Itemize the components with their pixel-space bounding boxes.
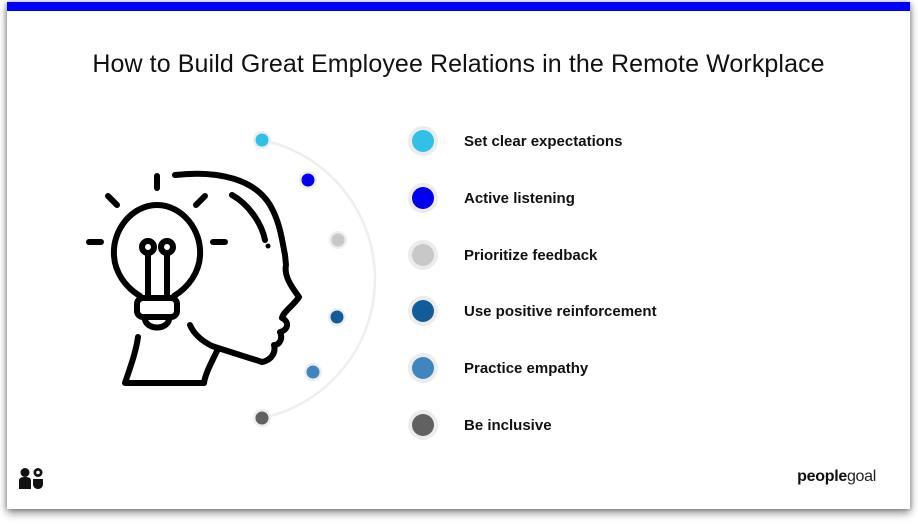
brand-bold: people xyxy=(797,468,847,485)
slide-title: How to Build Great Employee Relations in… xyxy=(92,50,825,78)
arc-dot xyxy=(331,233,345,247)
list-item: Prioritize feedback xyxy=(408,238,597,272)
item-label: Practice empathy xyxy=(464,359,589,377)
item-label: Use positive reinforcement xyxy=(464,302,657,320)
arc-dot xyxy=(255,411,269,425)
lightbulb-icon xyxy=(86,173,228,331)
accent-top-bar xyxy=(7,2,910,11)
list-item: Active listening xyxy=(408,181,575,215)
arc-dot xyxy=(255,133,269,147)
list-item: Practice empathy xyxy=(408,351,588,385)
bullet-inner xyxy=(412,414,434,436)
bullet-dot xyxy=(408,126,438,156)
list-item: Use positive reinforcement xyxy=(408,294,657,328)
arc-dot xyxy=(301,173,315,187)
bullet-dot xyxy=(408,240,438,270)
bullet-dot xyxy=(408,353,438,383)
item-label: Be inclusive xyxy=(464,416,552,434)
bullet-dot xyxy=(408,410,438,440)
brand-logo: peoplegoal xyxy=(797,468,876,486)
bullet-inner xyxy=(412,244,434,266)
item-label: Prioritize feedback xyxy=(464,246,598,264)
item-label: Set clear expectations xyxy=(464,132,623,150)
arc-dots xyxy=(253,131,347,427)
brand-light: goal xyxy=(846,468,876,485)
arc-line xyxy=(261,138,377,420)
arc-dot xyxy=(306,365,320,379)
slide-card: How to Build Great Employee Relations in… xyxy=(7,2,910,509)
peoplegoal-mark-icon xyxy=(19,468,43,489)
bullet-inner xyxy=(412,187,434,209)
bullet-dot xyxy=(408,296,438,326)
list-item: Be inclusive xyxy=(408,408,552,442)
list-item: Set clear expectations xyxy=(408,124,622,158)
head-icon xyxy=(122,170,302,386)
bullet-inner xyxy=(412,130,434,152)
bullet-inner xyxy=(412,357,434,379)
bullet-inner xyxy=(412,300,434,322)
bullet-dot xyxy=(408,183,438,213)
arc-dot xyxy=(330,310,344,324)
item-label: Active listening xyxy=(464,189,575,207)
